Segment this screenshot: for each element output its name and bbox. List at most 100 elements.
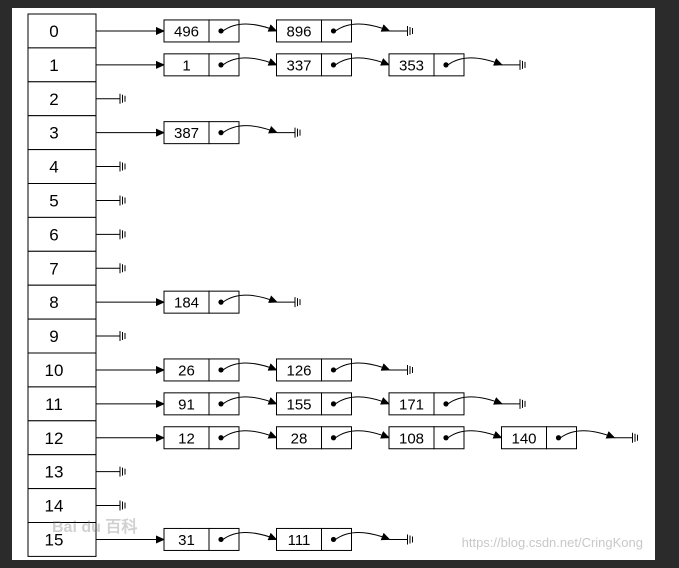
- node-value: 155: [286, 396, 311, 413]
- pointer-dot: [330, 435, 337, 441]
- node-value: 184: [174, 295, 199, 312]
- pointer-dot: [443, 435, 449, 441]
- pointer-dot: [218, 367, 224, 373]
- node-value: 28: [291, 430, 308, 447]
- pointer-dot: [218, 536, 224, 543]
- node-pointer-box: [208, 358, 240, 382]
- pointer-dot: [218, 28, 224, 34]
- node-pointer-box: [321, 53, 352, 77]
- node-value: 26: [178, 362, 195, 379]
- node-value: 337: [286, 57, 311, 74]
- bucket-cell-13: [27, 454, 97, 490]
- node-pointer-box: [208, 19, 240, 43]
- bucket-index-10: 10: [45, 361, 64, 380]
- null-pointer-arrow: [335, 531, 391, 541]
- node-value: 1: [182, 57, 190, 74]
- bucket-index-15: 15: [45, 530, 64, 549]
- baidu-watermark: Bai du 百科: [52, 519, 138, 536]
- bucket-cell-5: [27, 183, 97, 218]
- next-pointer-arrow: [335, 396, 390, 405]
- node-value: 140: [511, 430, 536, 447]
- null-pointer-arrow: [335, 23, 391, 32]
- node-pointer-box: [208, 290, 240, 314]
- pointer-dot: [218, 401, 224, 407]
- node-pointer-box: [433, 53, 465, 77]
- node-value: 91: [178, 396, 195, 413]
- node-pointer-box: [321, 426, 352, 450]
- pointer-dot: [330, 28, 337, 34]
- next-pointer-arrow: [222, 23, 278, 32]
- node-pointer-box: [321, 527, 352, 551]
- bucket-cell-3: [27, 115, 97, 151]
- null-pointer-arrow: [447, 57, 503, 66]
- node-pointer-box: [208, 426, 240, 450]
- bucket-index-1: 1: [49, 56, 58, 75]
- next-pointer-arrow: [447, 430, 503, 439]
- null-pointer-arrow: [222, 294, 278, 303]
- bucket-index-2: 2: [49, 90, 58, 109]
- node-value: 387: [174, 125, 199, 142]
- bucket-cell-9: [27, 318, 97, 354]
- node-pointer-box: [321, 19, 352, 43]
- pointer-dot: [218, 62, 224, 68]
- next-pointer-arrow: [222, 531, 278, 541]
- node-pointer-box: [208, 392, 240, 416]
- bucket-index-14: 14: [45, 497, 64, 516]
- next-pointer-arrow: [222, 57, 278, 66]
- bucket-index-6: 6: [49, 225, 58, 244]
- bucket-index-3: 3: [49, 124, 58, 143]
- bucket-cell-0: [27, 13, 97, 49]
- pointer-dot: [330, 62, 337, 68]
- pointer-dot: [218, 435, 224, 441]
- next-pointer-arrow: [222, 362, 278, 371]
- next-pointer-arrow: [222, 396, 278, 405]
- node-pointer-box: [546, 426, 577, 450]
- bucket-index-4: 4: [49, 158, 58, 177]
- pointer-dot: [218, 299, 224, 305]
- bucket-index-11: 11: [45, 395, 63, 414]
- bucket-cell-15: [27, 522, 97, 557]
- next-pointer-arrow: [335, 430, 390, 439]
- node-pointer-box: [433, 392, 465, 416]
- node-value: 12: [178, 430, 195, 447]
- bucket-index-13: 13: [45, 463, 64, 482]
- bucket-index-7: 7: [49, 259, 58, 278]
- pointer-dot: [555, 435, 562, 441]
- node-value: 108: [399, 430, 424, 447]
- csdn-watermark: https://blog.csdn.net/CringKong: [461, 535, 643, 550]
- node-pointer-box: [321, 392, 352, 416]
- bucket-cell-10: [27, 352, 97, 388]
- node-value: 171: [399, 396, 424, 413]
- bucket-cell-12: [27, 420, 97, 456]
- node-value: 896: [286, 23, 311, 40]
- node-pointer-box: [208, 53, 240, 77]
- bucket-index-5: 5: [49, 191, 58, 210]
- node-pointer-box: [321, 358, 352, 382]
- bucket-index-9: 9: [49, 327, 58, 346]
- node-pointer-box: [433, 426, 465, 450]
- bucket-index-0: 0: [49, 22, 58, 41]
- null-pointer-arrow: [447, 396, 503, 405]
- node-value: 111: [288, 532, 311, 549]
- bucket-cell-1: [27, 47, 97, 83]
- node-value: 353: [399, 57, 424, 74]
- next-pointer-arrow: [335, 57, 390, 66]
- node-value: 126: [286, 362, 311, 379]
- pointer-dot: [443, 62, 449, 68]
- bucket-index-12: 12: [45, 429, 64, 448]
- bucket-cell-2: [27, 81, 97, 117]
- pointer-dot: [443, 401, 449, 407]
- pointer-dot: [330, 401, 337, 407]
- node-pointer-box: [208, 527, 240, 551]
- null-pointer-arrow: [222, 125, 278, 134]
- bucket-index-8: 8: [49, 293, 58, 312]
- null-pointer-arrow: [560, 430, 616, 439]
- node-value: 496: [174, 23, 199, 40]
- pointer-dot: [218, 130, 224, 136]
- node-value: 31: [178, 532, 195, 549]
- bucket-cell-6: [27, 216, 97, 252]
- pointer-dot: [330, 536, 337, 543]
- next-pointer-arrow: [222, 430, 278, 439]
